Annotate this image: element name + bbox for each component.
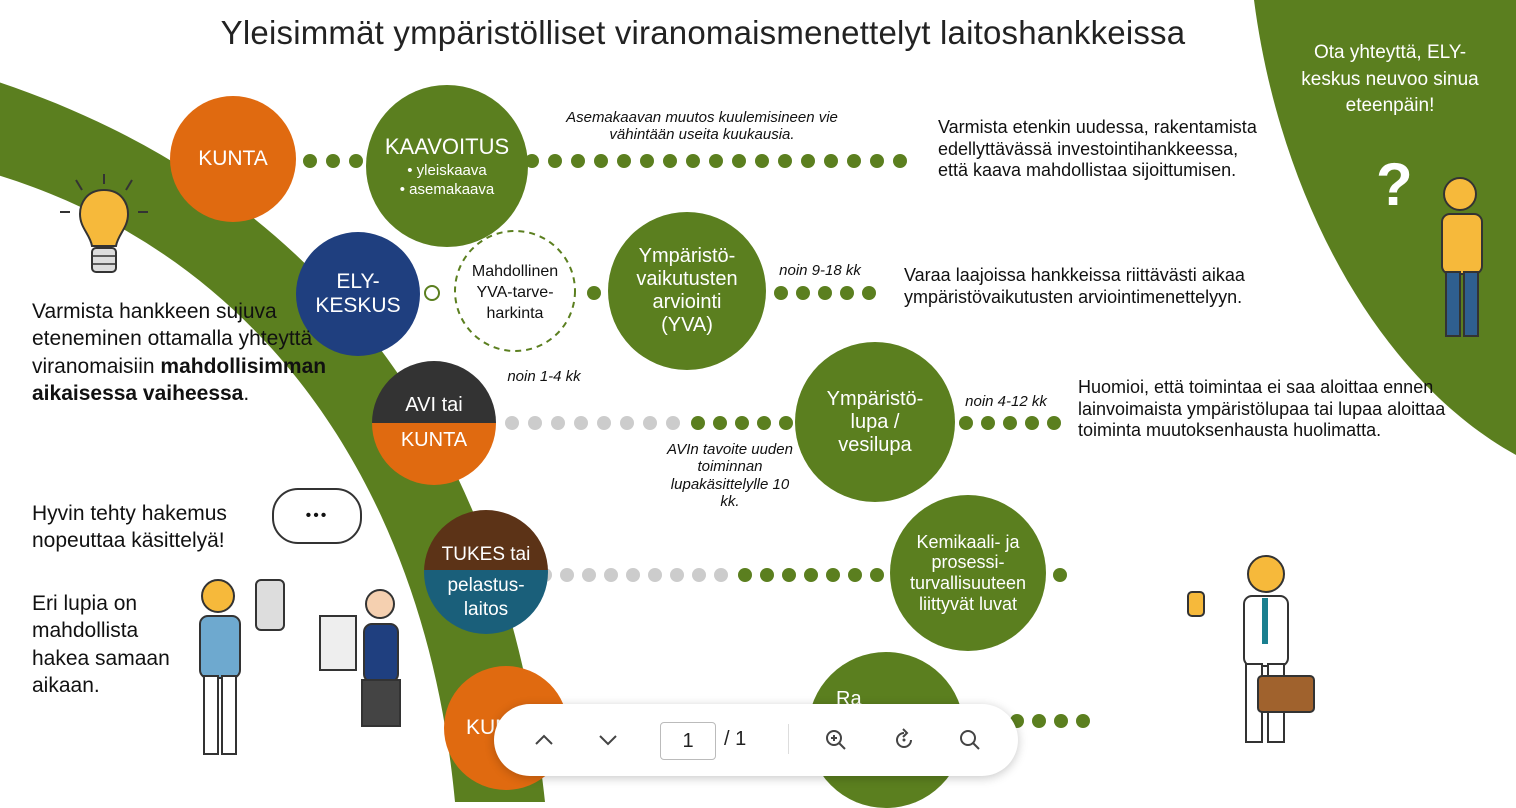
dots-row-5 <box>1010 714 1090 728</box>
yva-time: noin 9-18 kk <box>779 262 861 279</box>
authority-avi: AVI tai KUNTA <box>372 361 496 485</box>
authority-tukes: TUKES tai pelastus-laitos <box>424 510 548 634</box>
dots-row-2 <box>424 285 876 301</box>
dots-row-4 <box>538 568 1067 582</box>
toolbar-divider <box>788 724 789 754</box>
kaavoitus-item: • asemakaava <box>399 181 495 199</box>
screening-time: noin 1-4 kk <box>507 368 581 385</box>
ymparistolupa-time: noin 4-12 kk <box>965 393 1047 410</box>
dots-row-1 <box>303 154 907 168</box>
avi-note: AVIn tavoite uuden toiminnan lupakäsitte… <box>667 441 793 510</box>
pdf-toolbar: 1 / 1 <box>494 704 1018 776</box>
procedure-ymparistolupa-title: Ympäristö-lupa / vesilupa <box>826 387 924 456</box>
screening-circle <box>454 230 576 352</box>
procedure-ymparistolupa: Ympäristö-lupa / vesilupa <box>795 342 955 502</box>
left-paragraph-1-bold: mahdollisimman aikaisessa vaiheessa <box>32 354 327 405</box>
corner-shape <box>1254 0 1516 455</box>
authority-ely-label-2: KESKUS <box>315 294 401 317</box>
authority-kunta-label: KUNTA <box>198 146 268 170</box>
procedure-kaavoitus-title: KAAVOITUS <box>384 133 510 159</box>
page-number-input[interactable]: 1 <box>660 722 716 760</box>
left-paragraph-1: Varmista hankkeen sujuva eteneminen otta… <box>32 298 362 407</box>
kaavoitus-item: • yleiskaava <box>407 161 487 179</box>
page-total: / 1 <box>724 728 747 750</box>
procedure-yva: Ympäristö-vaikutusten arviointi (YVA) <box>608 212 766 370</box>
speech-bubble-dots: ••• <box>305 507 329 524</box>
kaavoitus-description: Varmista etenkin uudessa, rakentamista e… <box>938 117 1257 181</box>
question-mark-icon: ? <box>1376 151 1413 218</box>
page-title: Yleisimmät ympäristölliset viranomaismen… <box>220 14 1186 51</box>
left-paragraph-1-end: . <box>243 381 250 405</box>
worker-illustration-right <box>1441 177 1483 337</box>
lightbulb-icon <box>60 174 148 273</box>
authority-pelastuslaitos-label: pelastus-laitos <box>447 575 525 620</box>
chevron-down-icon[interactable] <box>588 720 628 760</box>
chevron-up-icon[interactable] <box>524 720 564 760</box>
authority-avi-label: AVI tai <box>405 394 463 416</box>
dots-row-3 <box>505 416 1061 430</box>
worker-illustration-bottom <box>1187 555 1315 743</box>
procedure-kaavoitus: KAAVOITUS • yleiskaava • asemakaava <box>366 85 528 247</box>
procedure-yva-title: Ympäristö-vaikutusten arviointi (YVA) <box>636 245 738 336</box>
yva-description: Varaa laajoissa hankkeissa riittävästi a… <box>904 265 1245 307</box>
search-icon[interactable] <box>950 720 990 760</box>
authority-tukes-label: TUKES tai <box>441 544 531 566</box>
procedure-kemikaali-title: Kemikaali- ja prosessi-turvallisuuteen l… <box>909 531 1027 614</box>
rotate-icon[interactable] <box>884 720 924 760</box>
kaavoitus-note: Asemakaavan muutos kuulemisineen vie väh… <box>566 109 838 144</box>
speech-bubble: ••• <box>272 488 362 544</box>
authority-ely-label-1: ELY- <box>336 269 380 293</box>
authority-avi-kunta-label: KUNTA <box>400 429 468 451</box>
procedure-kemikaali: Kemikaali- ja prosessi-turvallisuuteen l… <box>890 495 1046 651</box>
authority-kunta: KUNTA <box>170 96 296 222</box>
left-paragraph-1-text: Varmista hankkeen sujuva eteneminen otta… <box>32 300 313 378</box>
people-illustration <box>199 579 401 755</box>
authority-ely: ELY- KESKUS <box>296 232 420 356</box>
ymparistolupa-description: Huomioi, että toimintaa ei saa aloittaa … <box>1078 377 1446 441</box>
screening-label: Mahdollinen YVA-tarve-harkinta <box>471 263 559 322</box>
zoom-in-icon[interactable] <box>816 720 856 760</box>
corner-text: Ota yhteyttä, ELY-keskus neuvoo sinua et… <box>1301 42 1479 117</box>
left-paragraph-2: Hyvin tehty hakemus nopeuttaa käsittelyä… <box>32 502 227 553</box>
left-paragraph-3: Eri lupia on mahdollista hakea samaan ai… <box>32 592 170 697</box>
